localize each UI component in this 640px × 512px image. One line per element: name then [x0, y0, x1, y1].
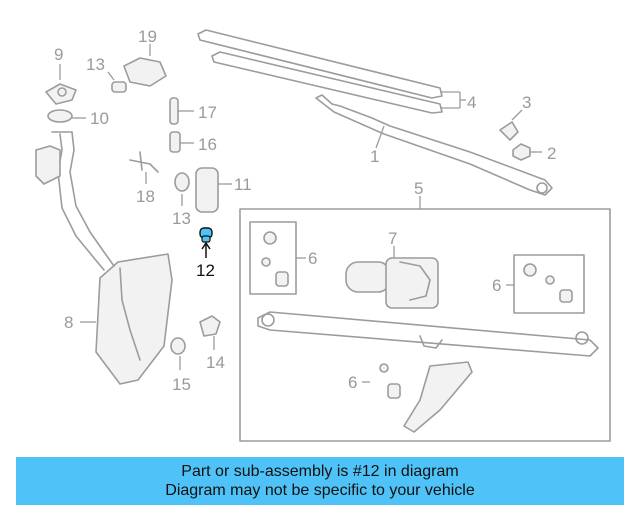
washer-pump: [195, 167, 232, 213]
arm-cap: [499, 109, 523, 141]
callout-12: 12: [196, 261, 215, 280]
hose-pieces: [169, 97, 194, 153]
callout-10: 10: [90, 109, 109, 128]
callout-1: 1: [370, 147, 379, 166]
hardware-box-right: [513, 254, 585, 314]
motor-bracket: [403, 361, 473, 433]
callout-15: 15: [172, 375, 191, 394]
washer-nozzle: [107, 71, 127, 93]
wiper-linkage: [257, 311, 599, 357]
filler-cap: [45, 64, 77, 105]
hardware-pieces: [261, 231, 573, 399]
callout-6-c: 6: [348, 373, 357, 392]
callout-17: 17: [198, 103, 217, 122]
callout-4: 4: [467, 93, 476, 112]
callout-5: 5: [414, 179, 423, 198]
filler-seal: [47, 109, 86, 123]
callout-3: 3: [522, 93, 531, 112]
wiper-motor: [345, 246, 439, 309]
wiper-blades: [197, 29, 466, 114]
washer-jet: [123, 44, 167, 87]
callout-6-a: 6: [308, 249, 317, 268]
callout-13-top: 13: [86, 55, 105, 74]
washer-reservoir: [80, 253, 173, 385]
banner-disclaimer-line: Diagram may not be specific to your vehi…: [165, 482, 475, 499]
hose-clip: [129, 151, 159, 184]
callout-18: 18: [136, 187, 155, 206]
linkage-assembly-box: [239, 208, 611, 442]
arm-nut: [512, 143, 542, 161]
callout-8: 8: [64, 313, 73, 332]
highlighted-part-12: [199, 227, 213, 258]
callout-6-b: 6: [492, 276, 501, 295]
callout-14: 14: [206, 353, 225, 372]
filler-neck: [35, 131, 115, 271]
callout-7: 7: [388, 229, 397, 248]
callout-11: 11: [234, 175, 252, 194]
wiper-arm: [315, 94, 553, 196]
callout-13-bottom: 13: [172, 209, 191, 228]
level-sensor: [199, 315, 221, 350]
banner-part-line: Part or sub-assembly is #12 in diagram: [181, 463, 459, 480]
callout-19: 19: [138, 27, 157, 46]
parts-diagram: 1 2 3 4 5 6 6 6 6 7 8 9 10 11 12 13 13 1…: [35, 27, 611, 442]
sensor-grommet: [170, 337, 186, 370]
callout-labels: 1 2 3 4 5 6 6 6 6 7 8 9 10 11 12 13 13 1…: [54, 27, 556, 394]
callout-9: 9: [54, 45, 63, 64]
pump-grommet: [174, 172, 190, 206]
callout-2: 2: [547, 144, 556, 163]
callout-16: 16: [198, 135, 217, 154]
info-banner: Part or sub-assembly is #12 in diagram D…: [16, 457, 624, 505]
